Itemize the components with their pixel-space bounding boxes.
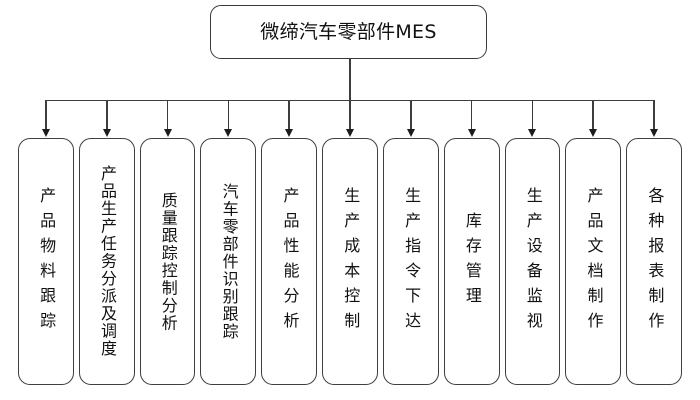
connector-arrow-icon: [650, 129, 659, 137]
leaf-node-10[interactable]: 产品文档制作: [565, 138, 622, 385]
leaf-node-9[interactable]: 生产设备监视: [504, 138, 561, 385]
leaf-node-label: 各种报表制作: [645, 186, 665, 337]
connector-arrow-icon: [102, 129, 111, 137]
connector-arrow-icon: [467, 129, 476, 137]
connector-drop-line: [288, 100, 290, 130]
connector-drop-line: [653, 100, 655, 130]
trunk-connector-line: [349, 59, 351, 101]
connector-drop-line: [531, 100, 534, 130]
leaf-node-8[interactable]: 库存管理: [443, 138, 500, 385]
connector-drop-line: [592, 100, 595, 130]
leaf-node-label: 产品物料跟踪: [37, 186, 57, 337]
connector-drop-line: [410, 100, 412, 130]
leaf-node-11[interactable]: 各种报表制作: [626, 138, 682, 385]
connector-arrow-icon: [589, 129, 598, 137]
leaf-node-label: 库存管理: [462, 211, 482, 312]
leaf-node-label: 生产指令下达: [402, 186, 422, 337]
leaf-node-label: 生产成本控制: [341, 186, 361, 337]
connector-arrow-icon: [41, 129, 50, 137]
connector-drop-line: [227, 100, 230, 130]
connector-drop-line: [166, 100, 169, 130]
connector-arrow-icon: [406, 129, 415, 137]
leaf-node-4[interactable]: 汽车零部件识别跟踪: [200, 138, 257, 385]
connector-arrow-icon: [346, 129, 354, 137]
connector-arrow-icon: [285, 129, 294, 137]
connector-arrow-icon: [163, 129, 172, 137]
connector-drop-line: [45, 100, 47, 130]
leaf-node-label: 质量跟踪控制分析: [158, 191, 178, 332]
leaf-node-1[interactable]: 产品物料跟踪: [18, 138, 74, 385]
leaf-node-label: 产品生产任务分派及调度: [97, 165, 117, 358]
leaf-node-label: 汽车零部件识别跟踪: [219, 182, 239, 341]
root-node[interactable]: 微缔汽车零部件MES: [210, 5, 487, 59]
leaf-node-2[interactable]: 产品生产任务分派及调度: [78, 138, 135, 385]
leaf-node-label: 生产设备监视: [523, 186, 543, 337]
connector-drop-line: [470, 100, 473, 130]
leaf-node-3[interactable]: 质量跟踪控制分析: [139, 138, 196, 385]
root-node-label: 微缔汽车零部件MES: [260, 20, 437, 43]
connector-arrow-icon: [528, 129, 537, 137]
connector-drop-line: [349, 100, 351, 130]
leaf-node-5[interactable]: 产品性能分析: [261, 138, 318, 385]
leaf-node-label: 产品文档制作: [584, 186, 604, 337]
leaf-node-7[interactable]: 生产指令下达: [382, 138, 439, 385]
leaf-node-6[interactable]: 生产成本控制: [322, 138, 378, 385]
connector-arrow-icon: [224, 129, 233, 137]
connector-drop-line: [105, 100, 108, 130]
leaf-node-label: 产品性能分析: [280, 186, 300, 337]
